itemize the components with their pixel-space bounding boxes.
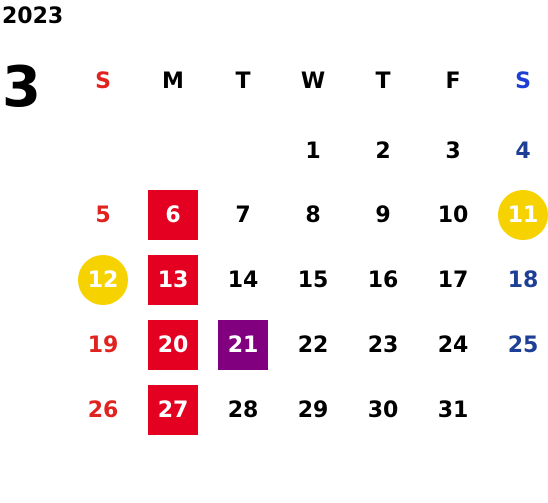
day-cell[interactable]: 11 (498, 190, 548, 240)
weekday-header: S (515, 68, 531, 94)
day-cell[interactable]: 8 (305, 202, 321, 228)
day-cell[interactable]: 12 (78, 255, 128, 305)
day-cell[interactable]: 15 (297, 267, 329, 293)
day-cell[interactable]: 28 (227, 397, 259, 423)
weekday-header: M (162, 68, 184, 94)
day-cell[interactable]: 13 (148, 255, 198, 305)
day-cell[interactable]: 18 (507, 267, 539, 293)
day-cell[interactable]: 14 (227, 267, 259, 293)
weekday-header: T (235, 68, 251, 94)
day-cell[interactable]: 2 (375, 138, 391, 164)
day-cell[interactable]: 26 (87, 397, 119, 423)
day-cell[interactable]: 6 (148, 190, 198, 240)
day-cell[interactable]: 17 (437, 267, 469, 293)
day-cell[interactable]: 1 (305, 138, 321, 164)
day-cell[interactable]: 19 (87, 332, 119, 358)
day-cell[interactable]: 29 (297, 397, 329, 423)
day-cell[interactable]: 9 (375, 202, 391, 228)
day-cell[interactable]: 25 (507, 332, 539, 358)
day-cell[interactable]: 4 (515, 138, 531, 164)
weekday-header: T (375, 68, 391, 94)
weekday-header: W (300, 68, 326, 94)
day-cell[interactable]: 21 (218, 320, 268, 370)
day-cell[interactable]: 5 (95, 202, 111, 228)
weekday-header: F (445, 68, 461, 94)
day-cell[interactable]: 30 (367, 397, 399, 423)
day-cell[interactable]: 27 (148, 385, 198, 435)
day-cell[interactable]: 16 (367, 267, 399, 293)
day-cell[interactable]: 7 (235, 202, 251, 228)
day-cell[interactable]: 24 (437, 332, 469, 358)
month-label: 3 (2, 55, 41, 120)
day-cell[interactable]: 23 (367, 332, 399, 358)
year-label: 2023 (2, 4, 64, 29)
day-cell[interactable]: 22 (297, 332, 329, 358)
day-cell[interactable]: 20 (148, 320, 198, 370)
weekday-header: S (95, 68, 111, 94)
day-cell[interactable]: 31 (437, 397, 469, 423)
day-cell[interactable]: 3 (445, 138, 461, 164)
day-cell[interactable]: 10 (437, 202, 469, 228)
